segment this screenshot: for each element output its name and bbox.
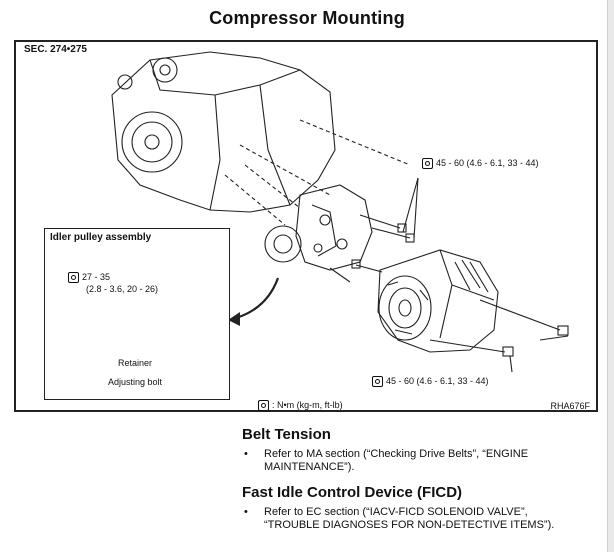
page-title: Compressor Mounting bbox=[209, 8, 405, 28]
section-reference: SEC. 274•275 bbox=[24, 44, 87, 55]
inset-torque-spec: 27 - 35 bbox=[68, 272, 111, 284]
wrench-torque-icon bbox=[372, 376, 383, 388]
retainer-label: Retainer bbox=[118, 358, 153, 368]
belt-tension-line-2: MAINTENANCE”). bbox=[264, 461, 355, 473]
bullet-dot: • bbox=[244, 448, 248, 460]
ficd-line-1: Refer to EC section (“IACV-FICD SOLENOID… bbox=[264, 506, 528, 518]
torque-spec-top: 45 - 60 (4.6 - 6.1, 33 - 44) bbox=[422, 158, 539, 170]
figure-code: RHA676F bbox=[550, 401, 590, 411]
wrench-torque-icon bbox=[68, 272, 79, 284]
wrench-torque-icon bbox=[258, 400, 269, 412]
ficd-text: Refer to EC section (“IACV-FICD SOLENOID… bbox=[264, 506, 594, 532]
belt-tension-heading: Belt Tension bbox=[242, 426, 331, 443]
units-legend-text: : N•m (kg-m, ft-lb) bbox=[272, 400, 343, 410]
units-legend: : N•m (kg-m, ft-lb) bbox=[258, 400, 343, 412]
torque-top-value: 45 - 60 (4.6 - 6.1, 33 - 44) bbox=[436, 158, 539, 168]
ficd-heading: Fast Idle Control Device (FICD) bbox=[242, 484, 463, 501]
bullet-dot: • bbox=[244, 506, 248, 518]
inset-torque-line1: 27 - 35 bbox=[82, 272, 111, 282]
inset-torque-line2: (2.8 - 3.6, 20 - 26) bbox=[86, 284, 159, 294]
idler-pulley-inset bbox=[44, 228, 230, 400]
wrench-torque-icon bbox=[422, 158, 433, 170]
belt-tension-text: Refer to MA section (“Checking Drive Bel… bbox=[264, 448, 594, 474]
torque-bottom-value: 45 - 60 (4.6 - 6.1, 33 - 44) bbox=[386, 376, 489, 386]
ficd-line-2: “TROUBLE DIAGNOSES FOR NON-DETECTIVE ITE… bbox=[264, 519, 555, 531]
torque-spec-bottom: 45 - 60 (4.6 - 6.1, 33 - 44) bbox=[372, 376, 489, 388]
inset-title: Idler pulley assembly bbox=[50, 232, 152, 243]
window-edge bbox=[607, 0, 614, 552]
adjusting-bolt-label: Adjusting bolt bbox=[108, 377, 163, 387]
belt-tension-line-1: Refer to MA section (“Checking Drive Bel… bbox=[264, 448, 529, 460]
